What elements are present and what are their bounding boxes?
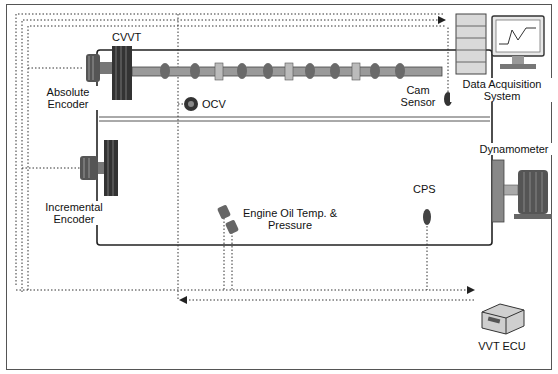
camshaft bbox=[190, 63, 200, 79]
absolute-encoder bbox=[93, 56, 94, 80]
component-label: CVVT bbox=[111, 31, 147, 43]
component-label: Cam Sensor bbox=[393, 84, 443, 108]
component-label: Absolute Encoder bbox=[38, 86, 98, 110]
incremental-encoder bbox=[104, 140, 118, 196]
dynamometer bbox=[542, 172, 543, 212]
absolute-encoder bbox=[100, 62, 112, 74]
daq-computer bbox=[456, 26, 486, 27]
sensor-label: CPS bbox=[412, 183, 442, 195]
sensor-label: Engine Oil Temp. & Pressure bbox=[242, 207, 338, 231]
daq-computer bbox=[456, 14, 544, 74]
daq-computer bbox=[492, 16, 544, 56]
component-label: OCV bbox=[201, 98, 233, 110]
camshaft bbox=[285, 63, 293, 80]
outer-frame bbox=[7, 5, 552, 370]
signal-wires bbox=[22, 168, 80, 169]
camshaft bbox=[132, 63, 442, 80]
engine-block bbox=[99, 117, 490, 118]
cvvt-sprocket bbox=[112, 46, 132, 100]
daq-computer bbox=[500, 64, 536, 69]
incremental-encoder bbox=[80, 140, 118, 196]
daq-computer bbox=[496, 20, 540, 52]
signal-wires bbox=[16, 290, 474, 291]
signal-wires bbox=[224, 218, 225, 290]
camshaft bbox=[263, 63, 273, 79]
signal-wires bbox=[22, 20, 445, 292]
camshaft bbox=[352, 63, 360, 80]
daq-computer bbox=[512, 56, 524, 64]
dynamometer bbox=[492, 160, 552, 222]
ecu-box bbox=[488, 317, 501, 324]
oil-sensors bbox=[217, 204, 239, 234]
incremental-encoder bbox=[89, 158, 90, 178]
signal-wires bbox=[180, 300, 474, 301]
incremental-encoder bbox=[84, 158, 85, 178]
camshaft bbox=[305, 63, 315, 79]
engine-block bbox=[97, 50, 492, 245]
dynamometer bbox=[518, 170, 548, 214]
ecu-box bbox=[482, 304, 524, 334]
camshaft bbox=[160, 63, 170, 79]
cvvt-sprocket bbox=[116, 46, 117, 100]
outer-frame bbox=[7, 5, 552, 370]
daq-computer bbox=[456, 50, 486, 51]
signal-wires bbox=[448, 26, 449, 92]
absolute-encoder bbox=[86, 54, 112, 82]
signal-wires bbox=[232, 232, 233, 290]
camshaft bbox=[237, 63, 247, 79]
daq-computer bbox=[456, 38, 486, 39]
ocv-valve bbox=[184, 97, 198, 111]
oil-sensors bbox=[217, 204, 231, 219]
dynamometer bbox=[514, 214, 552, 219]
engine-block bbox=[99, 121, 490, 122]
absolute-encoder bbox=[86, 54, 100, 82]
absolute-encoder bbox=[89, 56, 90, 80]
camshaft bbox=[215, 63, 223, 80]
signal-wires bbox=[28, 68, 84, 69]
ecu-box bbox=[482, 304, 524, 334]
signal-wires bbox=[16, 14, 445, 285]
component-label: Dynamometer bbox=[476, 143, 552, 155]
system-label: VVT ECU bbox=[466, 340, 538, 352]
camshaft bbox=[370, 63, 380, 79]
incremental-encoder bbox=[98, 162, 104, 174]
system-label: Data Acquisition System bbox=[450, 78, 554, 102]
ocv-valve bbox=[184, 97, 198, 111]
incremental-encoder bbox=[80, 156, 98, 180]
dynamometer bbox=[524, 172, 525, 212]
signal-wires bbox=[427, 226, 428, 290]
daq-computer bbox=[456, 62, 486, 63]
cvvt-sprocket bbox=[126, 46, 127, 100]
signal-wires bbox=[16, 14, 474, 300]
daq-computer bbox=[456, 14, 486, 74]
signal-wires bbox=[178, 104, 184, 105]
daq-computer bbox=[499, 28, 536, 44]
cps-sensor bbox=[423, 209, 431, 225]
camshaft bbox=[395, 63, 405, 79]
incremental-encoder bbox=[113, 140, 114, 196]
signal-wires bbox=[28, 26, 445, 290]
dynamometer bbox=[536, 172, 537, 212]
ecu-box bbox=[482, 310, 524, 334]
dynamometer bbox=[492, 160, 504, 222]
ocv-valve bbox=[188, 101, 194, 107]
cvvt-sprocket bbox=[121, 46, 122, 100]
component-label: Incremental Encoder bbox=[36, 201, 112, 225]
incremental-encoder bbox=[108, 140, 109, 196]
signal-wires bbox=[178, 14, 179, 300]
cvvt-sprocket bbox=[112, 46, 132, 100]
camshaft bbox=[330, 63, 340, 79]
oil-sensors bbox=[225, 219, 239, 234]
dynamometer bbox=[504, 185, 518, 195]
cps-sensor bbox=[423, 209, 431, 225]
dynamometer bbox=[530, 172, 531, 212]
engine-block bbox=[97, 50, 492, 245]
